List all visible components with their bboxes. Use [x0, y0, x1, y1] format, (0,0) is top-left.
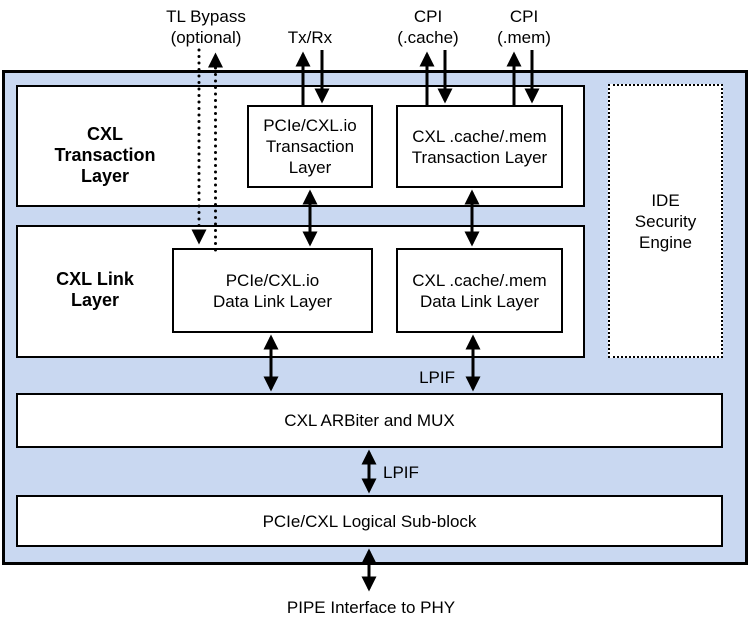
cxl-cachemem-data-link-layer-box: CXL .cache/.mem Data Link Layer	[396, 248, 563, 333]
cxl-link-layer-label: CXL Link Layer	[56, 269, 134, 310]
pcie-cxlio-data-link-layer-label: PCIe/CXL.io Data Link Layer	[212, 270, 333, 311]
label-cpi-cache: CPI (.cache)	[397, 7, 459, 47]
label-tl-bypass: TL Bypass (optional)	[166, 7, 246, 47]
pcie-cxl-logical-subblock-box: PCIe/CXL Logical Sub-block	[16, 495, 723, 547]
cxl-cachemem-data-link-layer-label: CXL .cache/.mem Data Link Layer	[412, 270, 547, 311]
pcie-cxl-logical-subblock-label: PCIe/CXL Logical Sub-block	[262, 511, 477, 531]
pcie-cxlio-transaction-layer-label: PCIe/CXL.io Transaction Layer	[263, 116, 357, 177]
cxl-cachemem-transaction-layer-label: CXL .cache/.mem Transaction Layer	[411, 126, 548, 167]
cxl-transaction-layer-label: CXL Transaction Layer	[54, 124, 156, 186]
cxl-arbiter-mux-box: CXL ARBiter and MUX	[16, 393, 723, 448]
label-lpif-lower: LPIF	[383, 463, 419, 482]
pcie-cxlio-data-link-layer-box: PCIe/CXL.io Data Link Layer	[172, 248, 373, 333]
label-cpi-mem: CPI (.mem)	[497, 7, 551, 47]
label-lpif-upper: LPIF	[419, 368, 455, 387]
label-tx-rx: Tx/Rx	[287, 28, 333, 47]
ide-security-engine-label: IDE Security Engine	[634, 190, 697, 252]
ide-security-engine-box: IDE Security Engine	[608, 84, 723, 358]
pcie-cxlio-transaction-layer-box: PCIe/CXL.io Transaction Layer	[247, 105, 373, 188]
label-pipe-interface: PIPE Interface to PHY	[286, 598, 456, 617]
cxl-cachemem-transaction-layer-box: CXL .cache/.mem Transaction Layer	[396, 105, 563, 188]
cxl-arbiter-mux-label: CXL ARBiter and MUX	[284, 411, 455, 430]
